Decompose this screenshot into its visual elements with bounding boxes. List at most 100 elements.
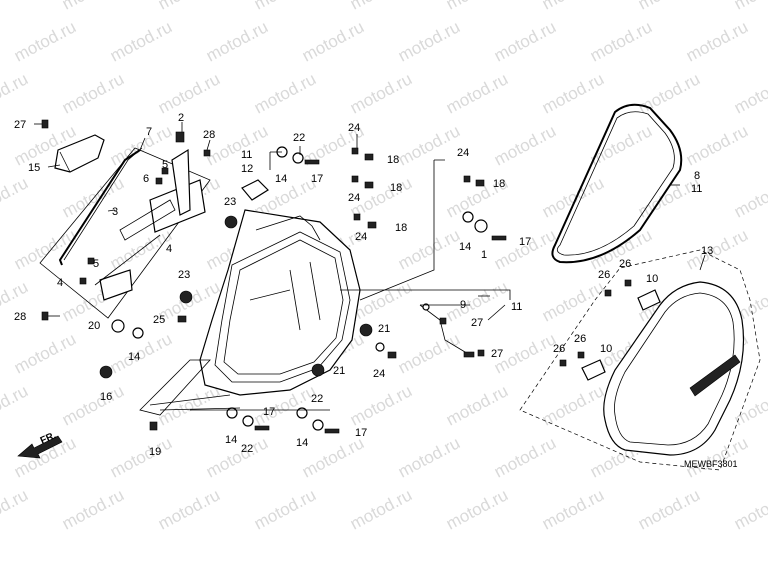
- callout: 14: [275, 173, 287, 185]
- watermark-text: motod.ru: [155, 69, 223, 117]
- callout: 24: [457, 147, 469, 159]
- watermark-text: motod.ru: [395, 121, 463, 169]
- callout: 27: [471, 317, 483, 329]
- callout: 11: [511, 301, 522, 313]
- watermark-text: motod.ru: [443, 381, 511, 429]
- callout: 22: [311, 393, 323, 405]
- watermark-text: motod.ru: [539, 277, 607, 325]
- watermark-text: motod.ru: [0, 69, 31, 117]
- watermark-text: motod.ru: [107, 433, 175, 481]
- lid-gasket: [551, 103, 683, 264]
- callout: 21: [378, 323, 390, 335]
- watermark-text: motod.ru: [491, 225, 559, 273]
- leader-lines: [34, 122, 706, 411]
- watermark-text: motod.ru: [635, 69, 703, 117]
- watermark-text: motod.ru: [491, 433, 559, 481]
- callout: 18: [390, 182, 402, 194]
- callout: 27: [491, 348, 503, 360]
- wire-harness: [419, 303, 475, 358]
- watermark-text: motod.ru: [395, 329, 463, 377]
- callout: 19: [149, 446, 161, 458]
- watermark-text: motod.ru: [299, 17, 367, 65]
- callout: 14: [459, 241, 471, 253]
- callout: 8: [694, 170, 700, 182]
- callout: 21: [333, 365, 345, 377]
- watermark-text: motod.ru: [491, 17, 559, 65]
- callout: 2: [178, 112, 184, 124]
- callout: 6: [143, 173, 149, 185]
- callout: 17: [519, 236, 531, 248]
- watermark-text: motod.ru: [107, 17, 175, 65]
- callout: 5: [93, 258, 99, 270]
- callout: 5: [162, 159, 168, 171]
- callout: 20: [88, 320, 100, 332]
- callout: 3: [112, 206, 118, 218]
- callout: 15: [28, 162, 40, 174]
- callout: 24: [373, 368, 385, 380]
- callout: 18: [395, 222, 407, 234]
- callout: 26: [619, 258, 631, 270]
- watermark-text: motod.ru: [539, 69, 607, 117]
- watermark-text: motod.ru: [683, 17, 751, 65]
- watermark-text: motod.ru: [11, 225, 79, 273]
- watermark-text: motod.ru: [11, 17, 79, 65]
- callout: 4: [57, 277, 63, 289]
- callout: 14: [296, 437, 308, 449]
- callout: 10: [600, 343, 612, 355]
- callout: 18: [493, 178, 505, 190]
- callout: 27: [14, 119, 26, 131]
- callout: 25: [153, 314, 165, 326]
- callout: 17: [263, 406, 275, 418]
- callout: 14: [128, 351, 140, 363]
- watermark-text: motod.ru: [731, 69, 768, 117]
- hinge-assembly: [39, 119, 211, 321]
- callout: 22: [241, 443, 253, 455]
- watermark-text: motod.ru: [155, 381, 223, 429]
- watermark-text: motod.ru: [0, 0, 31, 14]
- callout: 4: [166, 243, 172, 255]
- callout: 26: [574, 333, 586, 345]
- callout: 1: [481, 249, 487, 261]
- watermark-text: motod.ru: [11, 329, 79, 377]
- watermark-text: motod.ru: [443, 69, 511, 117]
- callout: 24: [355, 231, 367, 243]
- callout: 7: [146, 126, 152, 138]
- watermark-text: motod.ru: [59, 485, 127, 533]
- callout: 24: [348, 122, 360, 134]
- callout: 17: [311, 173, 323, 185]
- fasteners: [99, 146, 507, 434]
- watermark-text: motod.ru: [0, 381, 31, 429]
- diagram-code: MEWBF3801: [684, 459, 738, 469]
- watermark-text: motod.ru: [0, 173, 31, 221]
- callout: 23: [178, 269, 190, 281]
- watermark-text: motod.ru: [299, 433, 367, 481]
- watermark-text: motod.ru: [395, 17, 463, 65]
- callout: 28: [203, 129, 215, 141]
- watermark-text: motod.ru: [251, 0, 319, 14]
- watermark-text: motod.ru: [347, 485, 415, 533]
- watermark-text: motod.ru: [59, 69, 127, 117]
- saddlebag-inner-case: [139, 179, 361, 416]
- callouts: 27 15 7 2 28 5 6 3 4 5 4 28 11 12 23 14 …: [14, 112, 713, 458]
- watermark-text: motod.ru: [0, 485, 31, 533]
- watermark-text: motod.ru: [539, 485, 607, 533]
- watermark-text: motod.ru: [539, 173, 607, 221]
- callout: 16: [100, 391, 112, 403]
- watermark-text: motod.ru: [443, 485, 511, 533]
- callout: 26: [598, 269, 610, 281]
- watermark-text: motod.ru: [635, 173, 703, 221]
- watermark-text: motod.ru: [347, 69, 415, 117]
- watermark-text: motod.ru: [347, 0, 415, 14]
- callout: 28: [14, 311, 26, 323]
- callout: 9: [460, 299, 466, 311]
- callout: 24: [348, 192, 360, 204]
- watermark-text: motod.ru: [491, 121, 559, 169]
- watermark-text: motod.ru: [347, 381, 415, 429]
- callout: 22: [293, 132, 305, 144]
- watermark-text: motod.ru: [635, 0, 703, 14]
- watermark-text: motod.ru: [155, 485, 223, 533]
- watermark-text: motod.ru: [395, 433, 463, 481]
- watermark-text: motod.ru: [251, 485, 319, 533]
- callout: 18: [387, 154, 399, 166]
